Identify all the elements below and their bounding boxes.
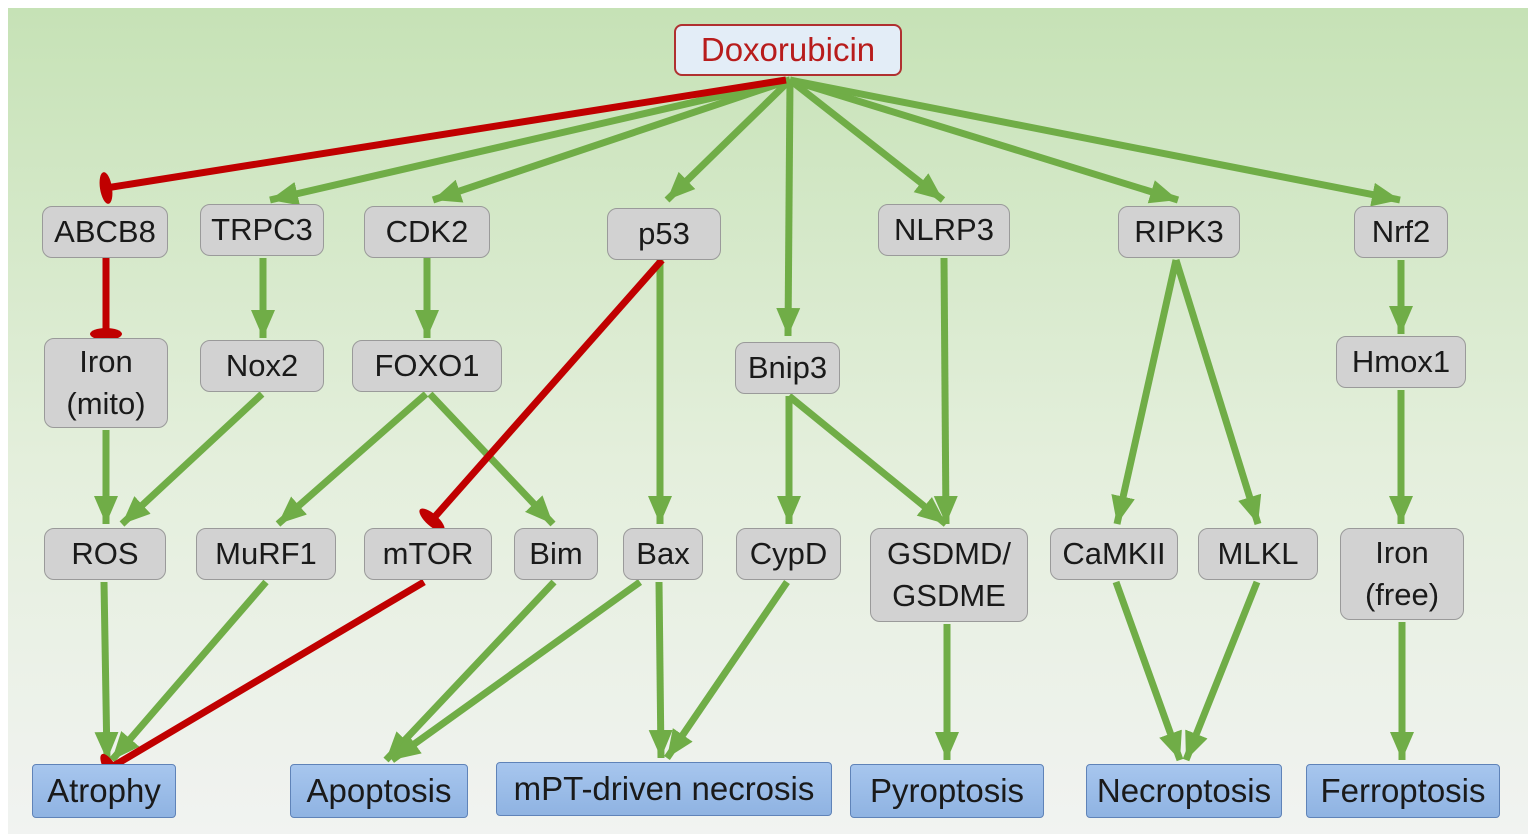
gsdmd-gsdme-node: GSDMD/ GSDME <box>870 528 1028 622</box>
camkii-to-necroptosis-activation-edge <box>1112 580 1184 762</box>
bnip3-node: Bnip3 <box>735 342 840 394</box>
mtor-inhibits-atrophy-inhibition-edge <box>100 578 426 783</box>
bnip3-to-gsdmd-activation-edge <box>786 393 949 527</box>
ripk3-node: RIPK3 <box>1118 206 1240 258</box>
bim-node: Bim <box>514 528 598 580</box>
dox-to-trpc3-activation-edge <box>269 76 791 206</box>
dox-to-cdk2-activation-edge <box>431 76 792 204</box>
bax-to-mpt-activation-edge <box>648 581 673 759</box>
trpc3-node: TRPC3 <box>200 204 324 256</box>
diagram-background <box>8 8 1528 834</box>
iron-mito-node: Iron (mito) <box>44 338 168 428</box>
ros-node: ROS <box>44 528 166 580</box>
abcb8-inhibits-iron-inhibition-edge <box>90 258 122 340</box>
iron-free-node: Iron (free) <box>1340 528 1464 620</box>
ripk3-to-mlkl-activation-edge <box>1172 258 1262 526</box>
mlkl-to-necroptosis-activation-edge <box>1182 580 1261 762</box>
ros-to-atrophy-activation-edge <box>94 581 119 761</box>
p53-node: p53 <box>607 208 721 260</box>
camkii-node: CaMKII <box>1050 528 1178 580</box>
foxo1-to-bim-activation-edge <box>427 391 556 527</box>
bax-to-apoptosis-activation-edge <box>389 579 643 763</box>
murf1-node: MuRF1 <box>196 528 336 580</box>
bax-node: Bax <box>623 528 703 580</box>
foxo1-to-murf1-activation-edge <box>275 391 429 527</box>
dox-inhibits-abcb8-inhibition-edge <box>99 76 787 204</box>
atrophy-outcome: Atrophy <box>32 764 176 818</box>
nox2-node: Nox2 <box>200 340 324 392</box>
nox2-to-ros-activation-edge <box>119 391 265 527</box>
ferroptosis-outcome: Ferroptosis <box>1306 764 1500 818</box>
cdk2-node: CDK2 <box>364 206 490 258</box>
foxo1-node: FOXO1 <box>352 340 502 392</box>
mlkl-node: MLKL <box>1198 528 1318 580</box>
dox-to-p53-activation-edge <box>664 77 793 203</box>
doxorubicin-node: Doxorubicin <box>674 24 902 76</box>
mpt-necrosis-outcome: mPT-driven necrosis <box>496 762 832 816</box>
nlrp3-to-gsdmd-activation-edge <box>933 257 958 525</box>
p53-inhibits-mtor-inhibition-edge <box>419 257 665 532</box>
bim-to-apoptosis-activation-edge <box>383 579 557 763</box>
necroptosis-outcome: Necroptosis <box>1086 764 1282 818</box>
dox-to-nlrp3-activation-edge <box>787 77 946 203</box>
ripk3-to-camkii-activation-edge <box>1111 259 1180 525</box>
apoptosis-outcome: Apoptosis <box>290 764 468 818</box>
nlrp3-node: NLRP3 <box>878 204 1010 256</box>
nrf2-node: Nrf2 <box>1354 206 1448 258</box>
cypd-node: CypD <box>736 528 841 580</box>
dox-to-ripk3-activation-edge <box>788 76 1180 204</box>
dox-to-bnip3-activation-edge <box>776 79 801 337</box>
abcb8-node: ABCB8 <box>42 206 168 258</box>
mtor-node: mTOR <box>364 528 492 580</box>
pyroptosis-outcome: Pyroptosis <box>850 764 1044 818</box>
cypd-to-mpt-activation-edge <box>664 580 790 760</box>
dox-to-nrf2-activation-edge <box>789 76 1401 207</box>
hmox1-node: Hmox1 <box>1336 336 1466 388</box>
murf1-to-atrophy-activation-edge <box>109 579 269 763</box>
